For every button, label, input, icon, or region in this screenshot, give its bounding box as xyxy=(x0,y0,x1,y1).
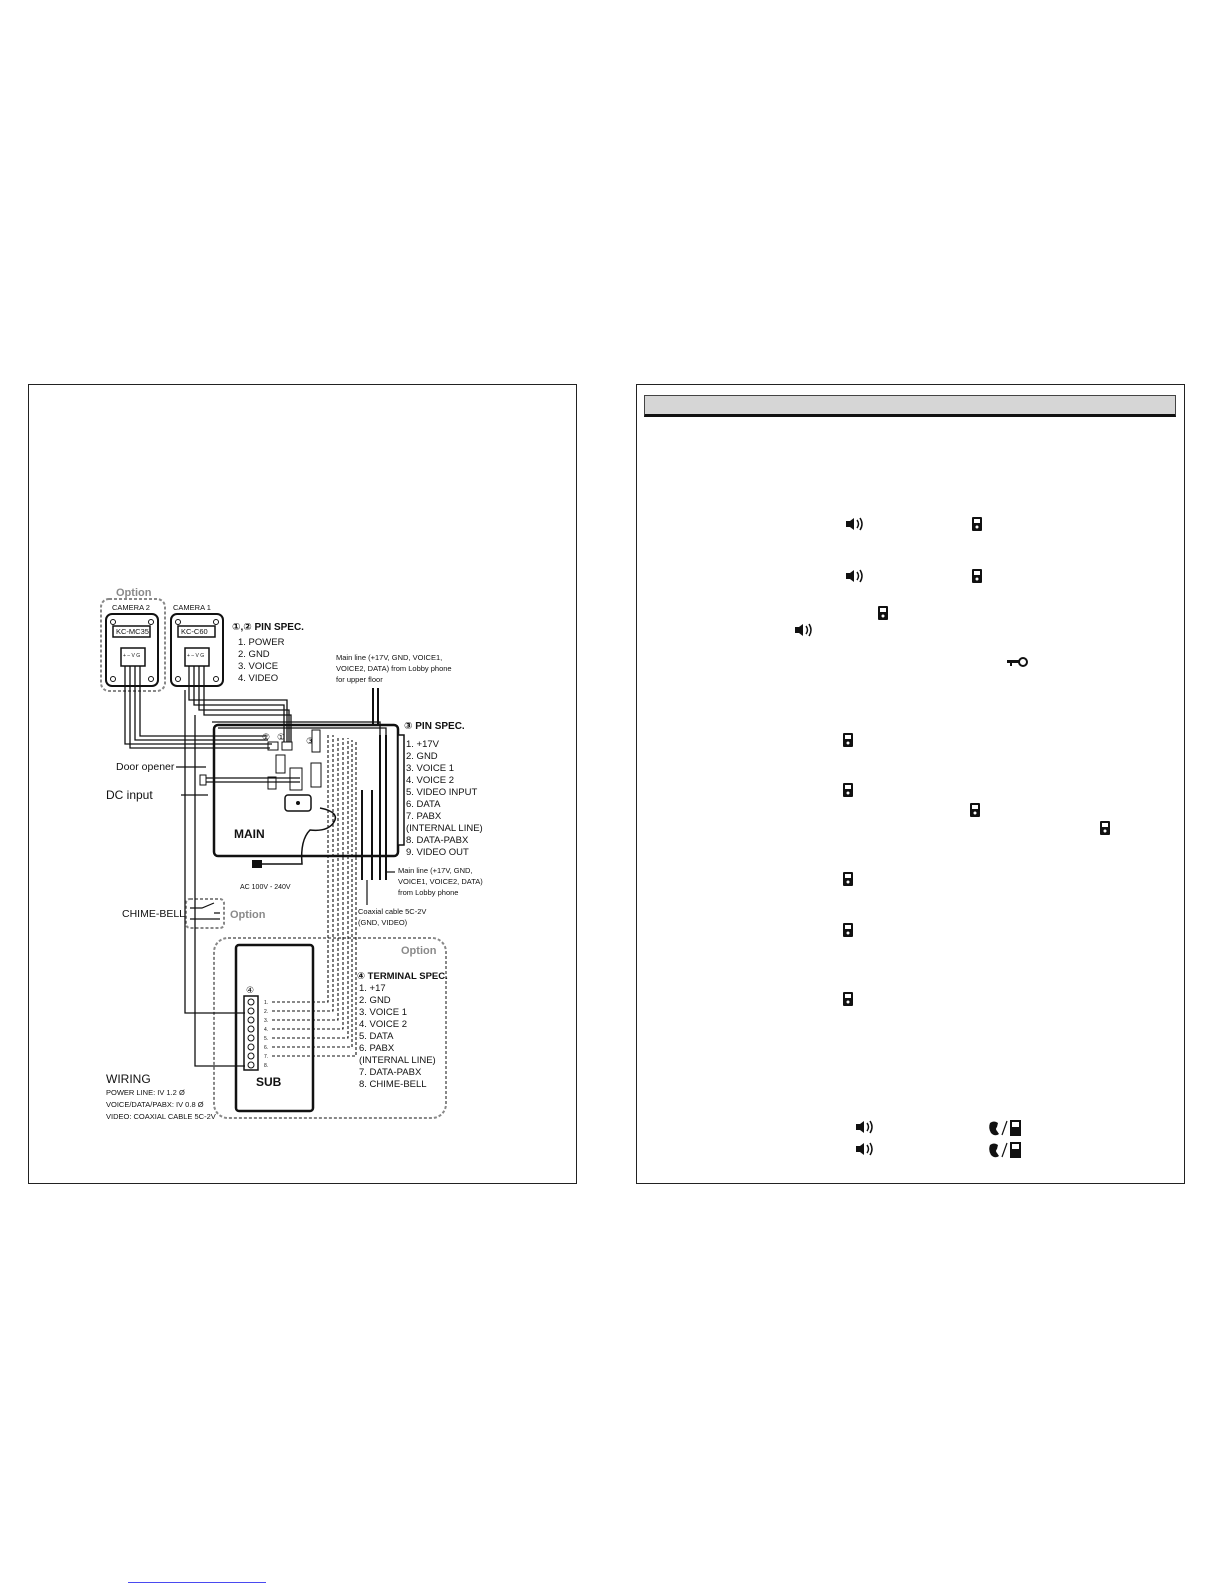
ac-input-label: AC 100V - 240V xyxy=(240,884,291,891)
svg-text:VOICE1, VOICE2, DATA): VOICE1, VOICE2, DATA) xyxy=(398,877,483,886)
svg-text:Coaxial cable 5C-2V: Coaxial cable 5C-2V xyxy=(358,907,426,916)
handset-icon xyxy=(1100,821,1110,835)
camera2-model: KC-MC35 xyxy=(116,627,149,636)
connector-3-label: ③ xyxy=(306,736,314,746)
svg-text:6.: 6. xyxy=(264,1045,268,1051)
svg-text:(INTERNAL LINE): (INTERNAL LINE) xyxy=(406,823,483,834)
svg-text:5.: 5. xyxy=(264,1036,268,1042)
monitor-handset-icon xyxy=(989,1142,1021,1158)
section-heading-bar xyxy=(644,395,1176,417)
pin-spec-3-list: 1. +17V 2. GND 3. VOICE 1 4. VOICE 2 5. … xyxy=(406,739,483,858)
svg-text:(GND, VIDEO): (GND, VIDEO) xyxy=(358,918,408,927)
speaker-icon xyxy=(856,1142,873,1156)
speaker-icon xyxy=(846,517,863,531)
pin-spec-3-title: ③ PIN SPEC. xyxy=(404,721,465,732)
wiring-legend: POWER LINE: IV 1.2 Ø VOICE/DATA/PABX: IV… xyxy=(106,1088,216,1121)
main-line-bottom-label: Main line (+17V, GND, VOICE1, VOICE2, DA… xyxy=(398,866,483,897)
sub-option-outline xyxy=(213,937,447,1119)
svg-text:1.: 1. xyxy=(264,1000,268,1006)
bottom-link-underline xyxy=(128,1582,266,1583)
svg-text:1. +17V: 1. +17V xyxy=(406,739,440,750)
svg-text:3. VOICE 1: 3. VOICE 1 xyxy=(406,763,454,774)
speaker-icon xyxy=(795,623,812,637)
svg-text:(INTERNAL LINE): (INTERNAL LINE) xyxy=(359,1055,436,1066)
camera2-option-label: Option xyxy=(116,587,152,599)
svg-text:POWER LINE: IV 1.2 Ø: POWER LINE: IV 1.2 Ø xyxy=(106,1088,185,1097)
chime-bell-label: CHIME-BELL xyxy=(122,908,185,920)
handset-icon xyxy=(843,783,853,797)
camera2-option-outline xyxy=(100,598,166,692)
handset-icon xyxy=(843,923,853,937)
chime-bell-option-outline xyxy=(185,898,225,929)
handset-icon xyxy=(972,569,982,583)
connector-4-label: ④ xyxy=(246,985,254,995)
terminal-spec-list: 1. +17 2. GND 3. VOICE 1 4. VOICE 2 5. D… xyxy=(359,983,436,1090)
handset-icon xyxy=(878,606,888,620)
svg-text:8. DATA-PABX: 8. DATA-PABX xyxy=(406,835,469,846)
svg-text:7. DATA-PABX: 7. DATA-PABX xyxy=(359,1067,422,1078)
main-line-top-label: Main line (+17V, GND, VOICE1, VOICE2, DA… xyxy=(336,653,452,684)
speaker-icon xyxy=(856,1120,873,1134)
svg-text:Main line (+17V, GND, VOICE1,: Main line (+17V, GND, VOICE1, xyxy=(336,653,442,662)
svg-text:VOICE/DATA/PABX: IV 0.8 Ø: VOICE/DATA/PABX: IV 0.8 Ø xyxy=(106,1100,204,1109)
svg-text:VIDEO: COAXIAL CABLE 5C-2V: VIDEO: COAXIAL CABLE 5C-2V xyxy=(106,1112,216,1121)
svg-text:7.: 7. xyxy=(264,1054,268,1060)
svg-text:8. CHIME-BELL: 8. CHIME-BELL xyxy=(359,1079,427,1090)
connector-1-label: ① xyxy=(277,732,285,742)
handset-icon xyxy=(970,803,980,817)
svg-text:6. PABX: 6. PABX xyxy=(359,1043,395,1054)
main-label: MAIN xyxy=(234,827,265,841)
svg-text:8.: 8. xyxy=(264,1063,268,1069)
handset-icon xyxy=(972,517,982,531)
door-opener-label: Door opener xyxy=(116,761,175,773)
camera1-title: CAMERA 1 xyxy=(173,603,211,612)
svg-text:1. POWER: 1. POWER xyxy=(238,637,285,648)
svg-text:2. GND: 2. GND xyxy=(359,995,391,1006)
instructions-panel xyxy=(636,384,1185,1184)
svg-text:for upper floor: for upper floor xyxy=(336,675,383,684)
sub-terminal-numbers: 1. 2. 3. 4. 5. 6. 7. 8. xyxy=(264,1000,268,1069)
pin-spec-12-list: 1. POWER 2. GND 3. VOICE 4. VIDEO xyxy=(238,637,285,684)
svg-text:from Lobby phone: from Lobby phone xyxy=(398,888,458,897)
dc-input-label: DC input xyxy=(106,788,153,802)
camera2-title: CAMERA 2 xyxy=(112,603,150,612)
svg-text:5. DATA: 5. DATA xyxy=(359,1031,394,1042)
svg-text:3.: 3. xyxy=(264,1018,268,1024)
key-icon xyxy=(1007,657,1028,667)
sub-label: SUB xyxy=(256,1075,282,1089)
speaker-icon xyxy=(846,569,863,583)
handset-icon xyxy=(843,872,853,886)
svg-text:3. VOICE: 3. VOICE xyxy=(238,661,278,672)
svg-text:2. GND: 2. GND xyxy=(238,649,270,660)
sub-option-label: Option xyxy=(401,945,437,957)
svg-text:2.: 2. xyxy=(264,1009,268,1015)
coax-cable-label: Coaxial cable 5C-2V (GND, VIDEO) xyxy=(358,907,426,927)
svg-text:Main line (+17V, GND,: Main line (+17V, GND, xyxy=(398,866,473,875)
connector-2-label: ② xyxy=(262,732,270,742)
svg-text:4.: 4. xyxy=(264,1027,268,1033)
monitor-handset-icon xyxy=(989,1120,1021,1136)
pin-spec-12-title: ①,② PIN SPEC. xyxy=(232,622,304,633)
camera1-pins: + – V G xyxy=(187,653,204,659)
svg-text:4. VIDEO: 4. VIDEO xyxy=(238,673,278,684)
svg-text:4. VOICE 2: 4. VOICE 2 xyxy=(359,1019,407,1030)
svg-text:7. PABX: 7. PABX xyxy=(406,811,442,822)
svg-text:9. VIDEO OUT: 9. VIDEO OUT xyxy=(406,847,469,858)
wiring-title: WIRING xyxy=(106,1072,151,1086)
terminal-spec-title: ④ TERMINAL SPEC. xyxy=(357,971,448,982)
svg-text:2. GND: 2. GND xyxy=(406,751,438,762)
chime-bell-option-label: Option xyxy=(230,909,266,921)
camera1-model: KC-C60 xyxy=(181,627,208,636)
camera2-pins: + – V G xyxy=(123,653,140,659)
handset-icon xyxy=(843,992,853,1006)
svg-text:VOICE2, DATA) from Lobby phone: VOICE2, DATA) from Lobby phone xyxy=(336,664,452,673)
svg-text:3. VOICE 1: 3. VOICE 1 xyxy=(359,1007,407,1018)
svg-text:5. VIDEO INPUT: 5. VIDEO INPUT xyxy=(406,787,477,798)
svg-text:6. DATA: 6. DATA xyxy=(406,799,441,810)
svg-text:4. VOICE 2: 4. VOICE 2 xyxy=(406,775,454,786)
handset-icon xyxy=(843,733,853,747)
svg-text:1. +17: 1. +17 xyxy=(359,983,386,994)
